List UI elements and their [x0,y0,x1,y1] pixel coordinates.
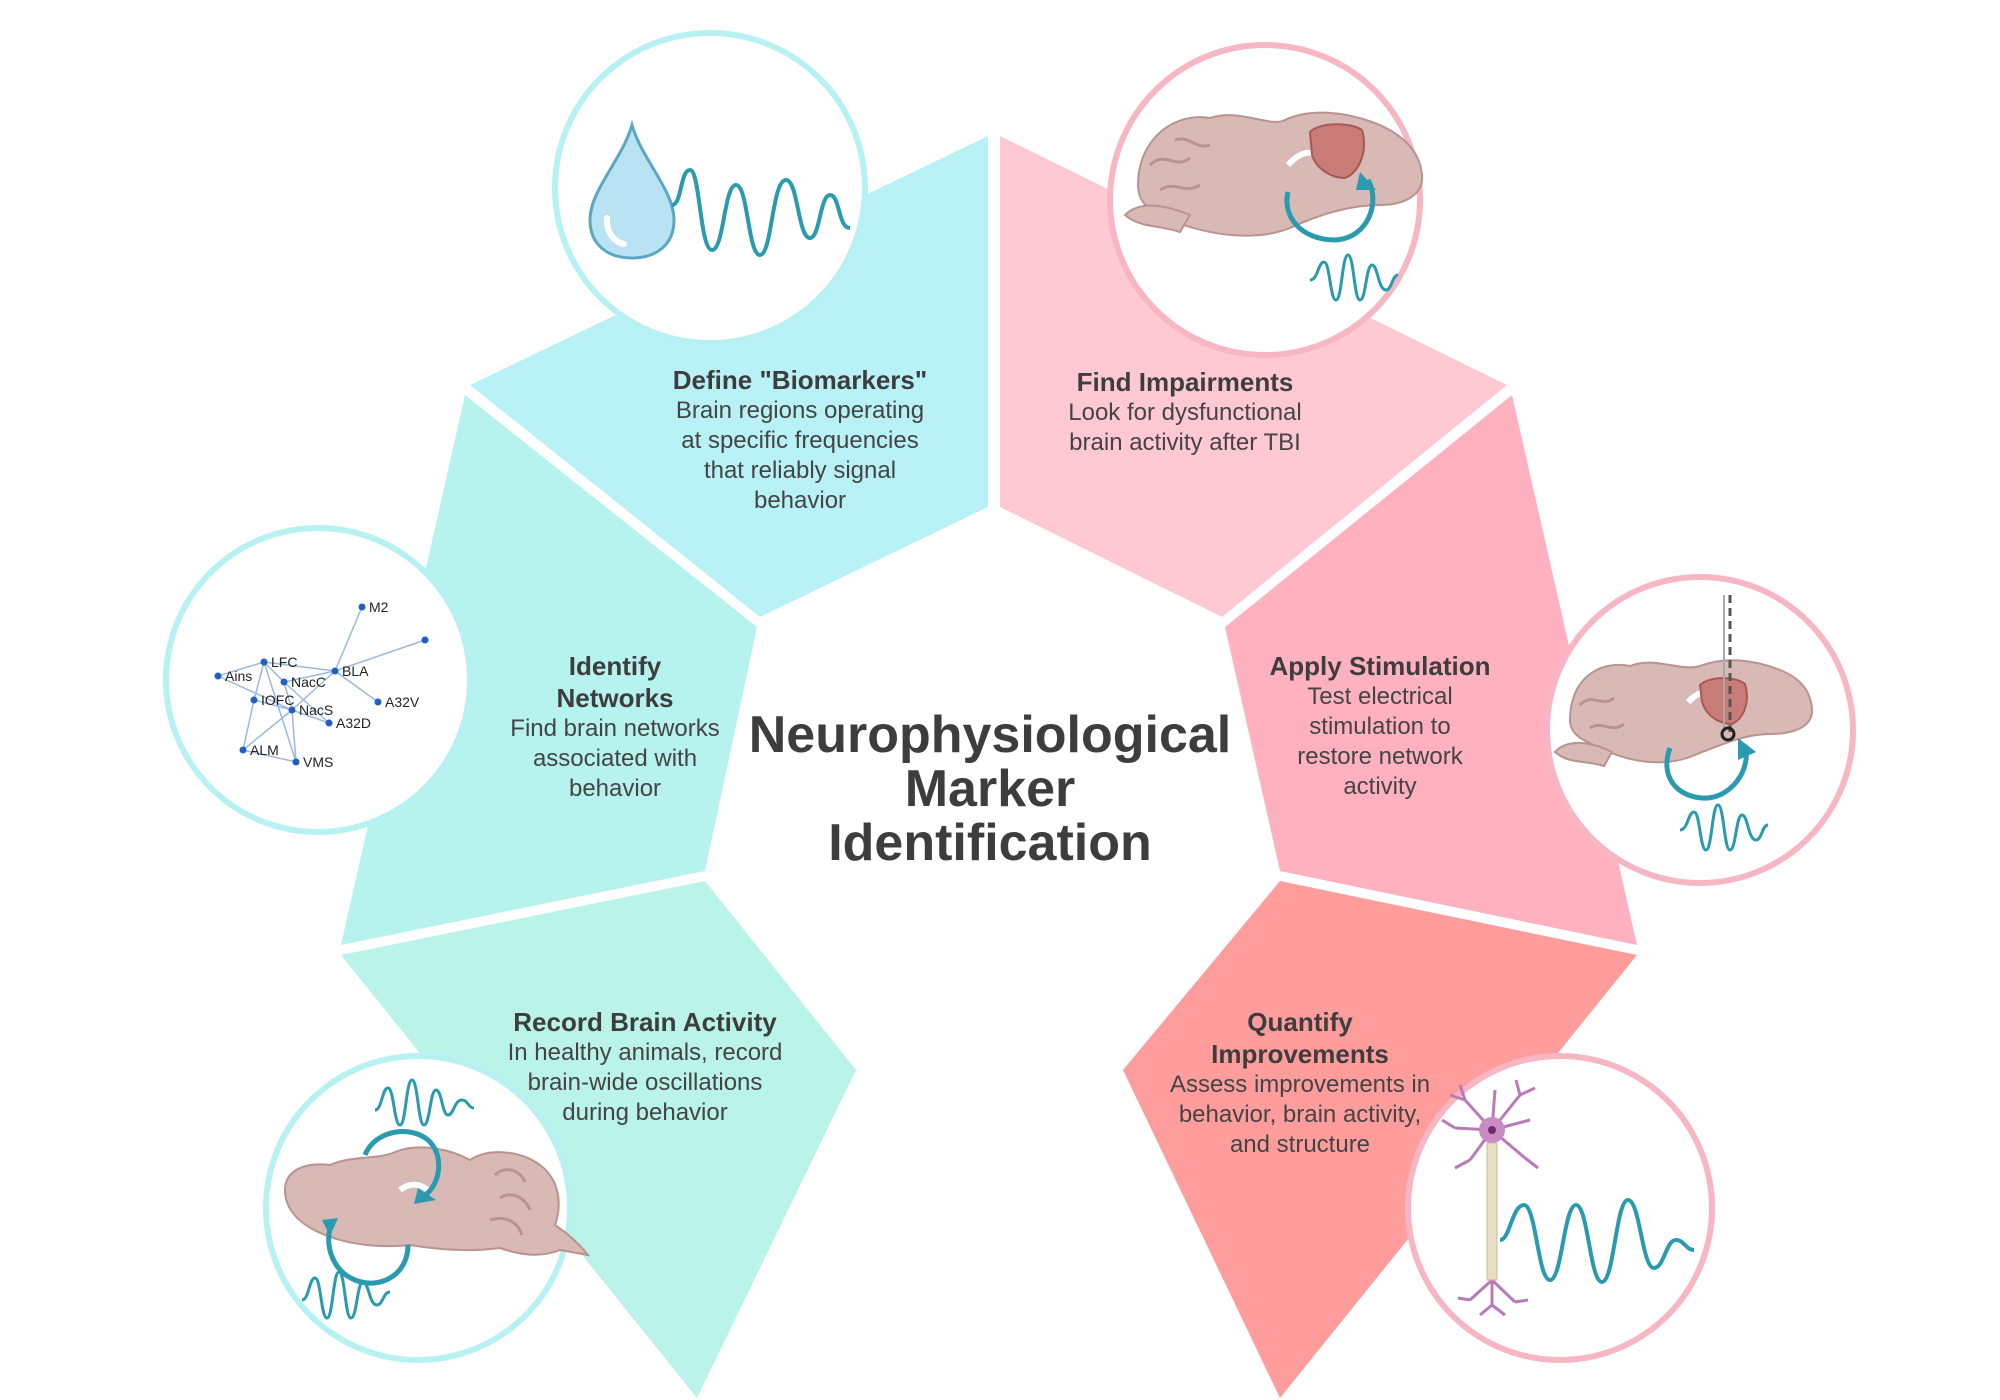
water-drop-wave-icon [552,30,868,346]
record-text: Record Brain Activity In healthy animals… [480,1006,810,1128]
network-node-unlabeled [421,636,429,644]
network-label-a32d: A32D [336,715,371,731]
record-body-3: during behavior [562,1099,728,1126]
networks-body-3: behavior [568,775,662,802]
impairments-body-1: Look for dysfunctional [1068,399,1302,426]
networks-text: Identify Networks Find brain networks as… [485,650,745,804]
improvements-body-2: behavior, brain activity, [1178,1101,1422,1128]
network-edge [334,639,426,672]
injured-region [1308,123,1365,180]
network-node-lfc [260,658,268,666]
segment-networks [341,395,757,945]
network-edge [263,661,285,683]
network-edge [334,606,363,672]
network-edge [283,670,336,683]
network-node-m2 [358,603,366,611]
center-title-line-3: Identification [828,814,1152,872]
stimulation-body-3: restore network [1297,743,1463,770]
network-edge [291,670,336,711]
stimulation-body-1: Test electrical [1307,683,1453,710]
biomarkers-body-2: at specific frequencies [681,427,919,454]
biomarkers-body-1: Brain regions operating [675,397,925,424]
record-body-1: In healthy animals, record [507,1039,783,1066]
networks-body-2: associated with [532,745,698,772]
brain-electrode-icon [1544,574,1856,886]
neuron-wave-icon [1405,1053,1715,1363]
improvements-body-3: and structure [1229,1131,1371,1158]
network-node-vms [292,758,300,766]
network-edge [283,681,293,711]
network-label-bla: BLA [342,663,369,679]
network-label-alm: ALM [250,742,279,758]
network-node-a32v [374,698,382,706]
stimulation-title: Apply Stimulation [1269,651,1491,681]
biomarkers-body-3: that reliably signal [703,457,897,484]
biomarkers-text: Define "Biomarkers" Brain regions operat… [630,364,970,516]
network-label-m2: M2 [369,599,389,615]
network-label-nacs: NacS [299,702,333,718]
stimulation-body-4: activity [1343,773,1417,800]
network-node-iofc [250,696,258,704]
network-edge [263,661,297,763]
network-node-bla [331,667,339,675]
segment-biomarkers [470,136,988,617]
improvements-title-1: Quantify [1247,1007,1353,1037]
networks-title-1: Identify [568,651,662,681]
record-body-2: brain-wide oscillations [527,1069,763,1096]
segment-record [341,881,856,1398]
network-edge [242,699,255,751]
water-drop [588,119,676,260]
network-edge [291,709,330,724]
improvements-body-1: Assess improvements in [1169,1071,1431,1098]
network-label-ains: Ains [225,668,252,684]
network-edge [217,661,265,677]
injured-brain-icon [1107,42,1424,358]
network-edge [253,699,293,711]
segment-stimulation [1225,395,1637,945]
network-label-nacc: NacC [291,674,326,690]
network-label-a32v: A32V [385,694,420,710]
brain-recording-icon [263,1053,591,1363]
record-title: Record Brain Activity [513,1007,777,1037]
segments [341,136,1637,1398]
network-edge [242,709,293,751]
biomarkers-title: Define "Biomarkers" [672,365,928,395]
stimulation-body-2: stimulation to [1309,713,1451,740]
network-edge [263,661,336,672]
drop-wave [671,167,851,258]
impairments-title: Find Impairments [1076,367,1294,397]
center-title-line-1: Neurophysiological [748,706,1232,764]
segment-improvements [1123,881,1637,1398]
network-node-alm [239,746,247,754]
network-edge [242,749,297,763]
network-node-a32d [325,719,333,727]
center-title: Neurophysiological Marker Identification [730,708,1250,870]
network-label-lfc: LFC [271,654,297,670]
center-title-line-2: Marker [904,760,1076,818]
network-node-nacc [280,678,288,686]
networks-body-1: Find brain networks [510,715,720,742]
network-edge [217,675,293,711]
network-edge [291,709,297,763]
network-edge [334,670,379,703]
network-edge [283,681,330,724]
network-label-iofc: IOFC [261,692,294,708]
improvements-text: Quantify Improvements Assess improvement… [1140,1006,1460,1160]
network-node-nacs [288,706,296,714]
network-label-vms: VMS [303,754,333,770]
improvements-title-2: Improvements [1211,1039,1389,1069]
impairments-text: Find Impairments Look for dysfunctional … [1035,366,1335,458]
network-node-ains [214,672,222,680]
impairments-body-2: brain activity after TBI [1069,429,1301,456]
stimulation-text: Apply Stimulation Test electrical stimul… [1245,650,1515,802]
networks-title-2: Networks [556,683,674,713]
biomarkers-body-4: behavior [753,487,847,514]
